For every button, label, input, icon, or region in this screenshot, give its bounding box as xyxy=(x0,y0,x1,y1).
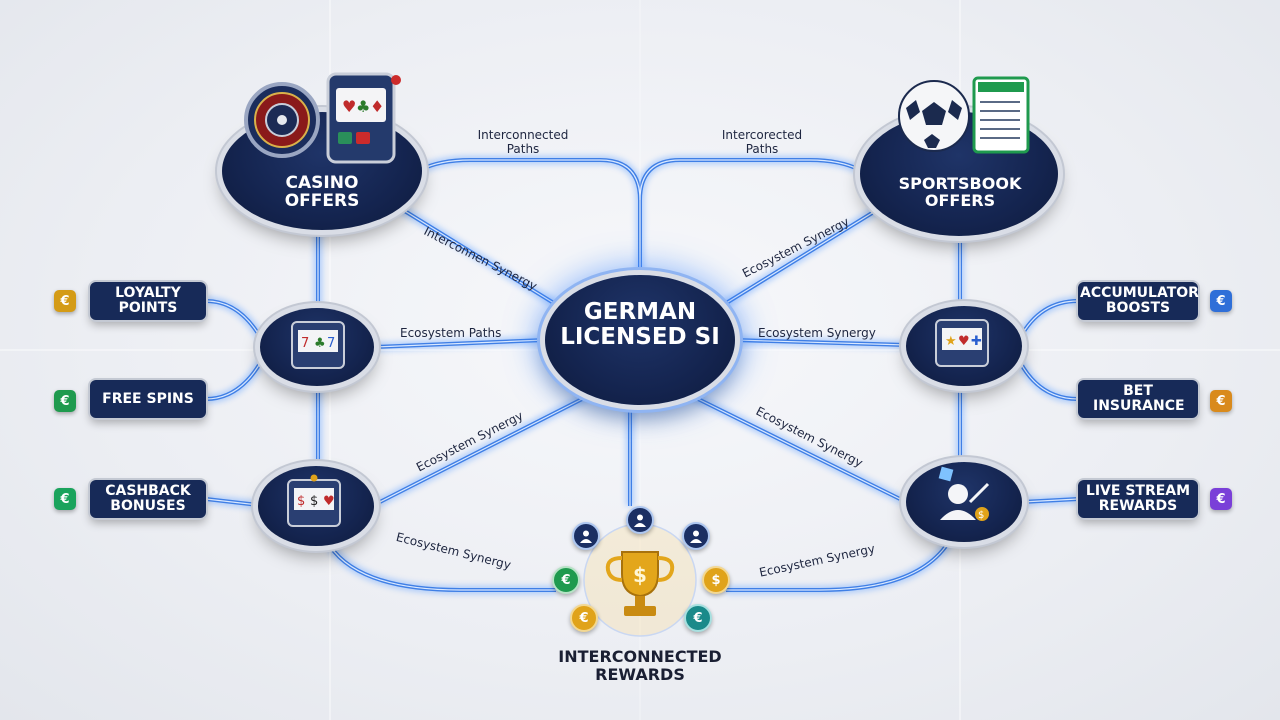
euro-symbol: € xyxy=(1216,293,1226,309)
euro-symbol: € xyxy=(60,293,70,309)
euro-coin-icon: € xyxy=(1210,290,1232,312)
central-german-licensed-hub[interactable] xyxy=(545,275,735,405)
label-ecosystem-paths-mid-left: Ecosystem Paths xyxy=(400,326,502,340)
slot-machine-icon: 7 ♣ 7 xyxy=(291,321,345,369)
offer-label: ACCUMULATOR BOOSTS xyxy=(1080,285,1199,316)
svg-text:$: $ xyxy=(633,563,647,587)
svg-text:✚: ✚ xyxy=(971,334,982,349)
user-badge-icon xyxy=(682,522,710,550)
euro-symbol: € xyxy=(561,572,571,588)
connection-wire xyxy=(689,394,907,503)
connection-wire xyxy=(726,539,951,591)
connection-wire xyxy=(734,339,907,346)
euro-symbol: € xyxy=(579,610,589,626)
connection-wire xyxy=(419,158,642,290)
offer-label: CASHBACK BONUSES xyxy=(105,483,191,514)
offer-live-stream-rewards[interactable]: LIVE STREAM REWARDS xyxy=(1078,480,1198,518)
connection-wire xyxy=(205,359,263,400)
svg-text:$: $ xyxy=(978,510,984,521)
svg-text:♣: ♣ xyxy=(314,336,326,351)
euro-coin-icon: € xyxy=(684,604,712,632)
euro-coin-icon: € xyxy=(54,488,76,510)
svg-text:♣: ♣ xyxy=(356,97,370,116)
svg-text:$: $ xyxy=(297,494,305,509)
offer-bet-insurance[interactable]: BET INSURANCE xyxy=(1078,380,1198,418)
offer-free-spins[interactable]: FREE SPINS xyxy=(90,380,206,418)
connection-wire xyxy=(373,339,546,348)
euro-symbol: € xyxy=(693,610,703,626)
person-stream-icon: $ xyxy=(938,466,990,521)
trophy-icon: $ xyxy=(605,551,675,616)
center-label: GERMAN LICENSED SI xyxy=(560,299,720,351)
connection-wire xyxy=(635,155,863,201)
person-icon xyxy=(580,530,592,543)
connection-wire xyxy=(373,394,591,506)
user-badge-icon xyxy=(626,506,654,534)
connection-wire xyxy=(329,545,556,591)
euro-coin-icon: € xyxy=(1210,390,1232,412)
dollar-coin-icon: $ xyxy=(702,566,730,594)
slot-machine-icon: $ $ ♥ xyxy=(287,474,341,527)
connection-wire xyxy=(1019,300,1079,339)
euro-symbol: € xyxy=(60,491,70,507)
bet-slip-icon xyxy=(972,76,1030,154)
connection-wire xyxy=(638,158,861,201)
euro-coin-icon: € xyxy=(54,390,76,412)
svg-text:♥: ♥ xyxy=(323,494,335,509)
user-badge-icon xyxy=(572,522,600,550)
label-interconnected-paths-right: Intercorected Paths xyxy=(721,128,803,156)
euro-coin-icon: € xyxy=(1210,488,1232,510)
roulette-wheel-icon xyxy=(244,82,320,158)
casino-offers-label: CASINO OFFERS xyxy=(284,173,360,211)
connection-wire xyxy=(1019,361,1079,400)
offer-label: BET INSURANCE xyxy=(1093,383,1185,414)
euro-symbol: € xyxy=(60,393,70,409)
offer-label: LOYALTY POINTS xyxy=(115,285,181,316)
svg-text:♥: ♥ xyxy=(958,334,970,349)
connection-wire xyxy=(714,204,886,311)
person-icon xyxy=(634,514,646,527)
label-interconnected-paths-left: Interconnected Paths xyxy=(477,128,569,156)
slot-machine-icon: ★ ♥ ✚ xyxy=(935,319,989,367)
svg-text:7: 7 xyxy=(327,336,335,351)
sportsbook-offers-label: SPORTSBOOK OFFERS xyxy=(898,174,1022,210)
euro-symbol: € xyxy=(1216,393,1226,409)
connection-wire xyxy=(1021,498,1079,503)
euro-coin-icon: € xyxy=(54,290,76,312)
connection-wire xyxy=(417,155,645,290)
offer-label: LIVE STREAM REWARDS xyxy=(1085,483,1191,514)
person-icon xyxy=(690,530,702,543)
offer-accumulator-boosts[interactable]: ACCUMULATOR BOOSTS xyxy=(1078,282,1199,320)
connection-wire xyxy=(639,159,861,201)
svg-text:$: $ xyxy=(310,494,318,509)
svg-text:★: ★ xyxy=(945,334,957,349)
offer-label: FREE SPINS xyxy=(102,390,194,407)
euro-coin-icon: € xyxy=(570,604,598,632)
interconnected-rewards-title: INTERCONNECTED REWARDS xyxy=(558,647,722,685)
euro-symbol: € xyxy=(1216,491,1226,507)
offer-cashback-bonuses[interactable]: CASHBACK BONUSES xyxy=(90,480,206,518)
svg-text:7: 7 xyxy=(301,336,309,351)
connection-wire xyxy=(394,204,566,311)
offer-loyalty-points[interactable]: LOYALTY POINTS xyxy=(90,282,206,320)
dollar-symbol: $ xyxy=(711,572,721,588)
connection-wire xyxy=(205,300,263,341)
connection-wire xyxy=(205,498,259,506)
svg-text:♥: ♥ xyxy=(342,97,356,116)
svg-text:♦: ♦ xyxy=(370,97,384,116)
slot-machine-icon: ♥ ♣ ♦ xyxy=(326,72,401,164)
soccer-ball-icon xyxy=(898,80,970,152)
euro-coin-icon: € xyxy=(552,566,580,594)
connection-wire xyxy=(419,159,641,290)
label-ecosystem-synergy-mid-right: Ecosystem Synergy xyxy=(758,326,876,340)
